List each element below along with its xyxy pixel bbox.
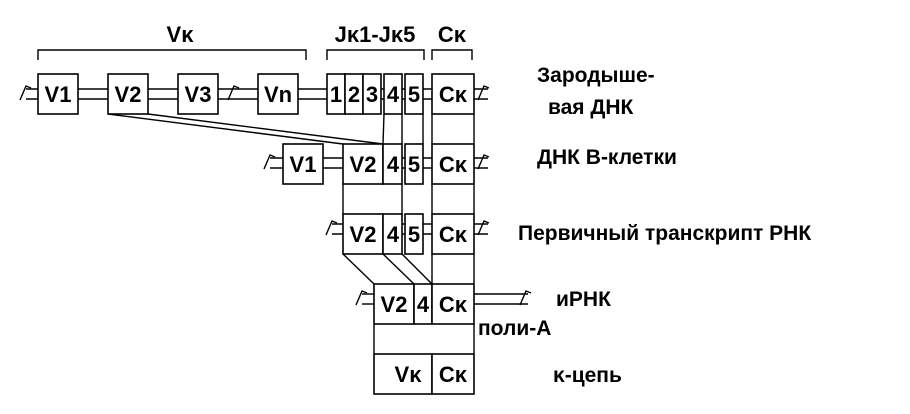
- bcell-break-right: [477, 154, 490, 170]
- rearrangement-connectors: [107, 113, 475, 145]
- germline-seg-j4: [383, 73, 403, 115]
- bcell-seg-j5: [404, 143, 424, 185]
- germline-seg-c-label: Cκ: [439, 82, 468, 107]
- connector-v2-left: [107, 113, 344, 145]
- bcell-seg-j4: [382, 143, 403, 185]
- germline-seg-v2-label: V2: [115, 82, 142, 107]
- bcell-seg-v2: [342, 143, 384, 185]
- bcell-seg-j5-label: 5: [408, 152, 420, 177]
- bcell-seg-v1: [282, 143, 324, 185]
- bcell-seg-c: [431, 143, 475, 185]
- primary-seg-v2-label: V2: [350, 222, 377, 247]
- germline-dna-row: V1 V2 V3 Vn 1 2 3 4 5 Cκ: [19, 73, 490, 115]
- primary-label: Первичный транскрипт РНК: [518, 222, 811, 245]
- chain-seg-v-label: Vκ: [395, 362, 423, 387]
- germline-label-line2: вая ДНК: [548, 96, 634, 119]
- germline-seg-j5-label: 5: [408, 82, 420, 107]
- polya-label: поли-А: [478, 317, 551, 340]
- c-region-bracket: [431, 49, 473, 60]
- chain-label: κ-цепь: [553, 364, 622, 387]
- germline-break-right: [477, 85, 490, 101]
- primary-seg-j4-label: 4: [387, 222, 400, 247]
- primary-seg-c-label: Cκ: [439, 222, 468, 247]
- header-brackets: [37, 49, 473, 60]
- splice-connector-3: [401, 253, 433, 285]
- bcell-seg-j4-label: 4: [387, 152, 400, 177]
- mrna-seg-v2-label: V2: [381, 292, 408, 317]
- transcription-connectors: [342, 184, 475, 214]
- mrna-label: иРНК: [556, 288, 611, 311]
- chain-seg-c: [431, 353, 475, 395]
- c-region-label: Cκ: [438, 22, 467, 47]
- primary-seg-c: [431, 213, 475, 255]
- splicing-connectors: [342, 253, 475, 285]
- bcell-label: ДНК В-клетки: [537, 146, 677, 169]
- splice-connector-2: [382, 253, 415, 285]
- j-region-label: Jκ1-Jκ5: [335, 22, 416, 47]
- germline-seg-j3-label: 3: [366, 82, 378, 107]
- primary-break-right: [477, 220, 490, 236]
- bcell-seg-c-label: Cκ: [439, 152, 468, 177]
- germline-break-mid: [227, 85, 240, 101]
- chain-seg-v: [373, 353, 433, 395]
- mrna-break-left: [355, 290, 368, 306]
- mrna-seg-c-label: Cκ: [439, 292, 468, 317]
- primary-seg-j5: [404, 213, 424, 255]
- connector-j4-left: [382, 113, 385, 145]
- bcell-seg-v2-label: V2: [350, 152, 377, 177]
- germline-seg-j1-label: 1: [330, 82, 342, 107]
- primary-seg-j4: [382, 213, 403, 255]
- splice-connector-1: [342, 253, 375, 285]
- germline-seg-j5: [404, 73, 424, 115]
- mrna-row: V2 4 Cκ: [355, 283, 532, 325]
- v-region-bracket: [37, 49, 307, 60]
- mrna-seg-c: [431, 283, 475, 325]
- primary-seg-j5-label: 5: [408, 222, 420, 247]
- translation-connectors: [373, 324, 475, 354]
- germline-seg-v2: [107, 73, 149, 115]
- germline-seg-vn: [257, 73, 299, 115]
- chain-seg-c-label: Cκ: [439, 362, 468, 387]
- germline-seg-j4-label: 4: [387, 82, 400, 107]
- mrna-seg-j4-label: 4: [417, 292, 430, 317]
- germline-label-line1: Зародыше-: [537, 64, 655, 87]
- germline-seg-c: [431, 73, 475, 115]
- germline-seg-v1-label: V1: [45, 82, 72, 107]
- germline-seg-v3: [177, 73, 219, 115]
- germline-seg-j2-label: 2: [348, 82, 360, 107]
- germline-seg-j3: [362, 73, 382, 115]
- germline-break-left: [19, 85, 32, 101]
- germline-seg-v1: [37, 73, 79, 115]
- primary-transcript-row: V2 4 5 Cκ: [325, 213, 490, 255]
- germline-seg-vn-label: Vn: [264, 82, 292, 107]
- germline-seg-v3-label: V3: [185, 82, 212, 107]
- connector-v2-right: [147, 113, 384, 145]
- j-region-bracket: [326, 49, 425, 60]
- bcell-dna-row: V1 V2 4 5 Cκ: [263, 143, 490, 185]
- primary-break-left: [325, 220, 338, 236]
- v-region-label: Vκ: [167, 22, 195, 47]
- bcell-break-left: [263, 154, 276, 170]
- polya-tail-break: [519, 290, 532, 306]
- mrna-seg-v2: [373, 283, 415, 325]
- kappa-chain-row: Vκ Cκ: [373, 353, 475, 395]
- bcell-seg-v1-label: V1: [290, 152, 317, 177]
